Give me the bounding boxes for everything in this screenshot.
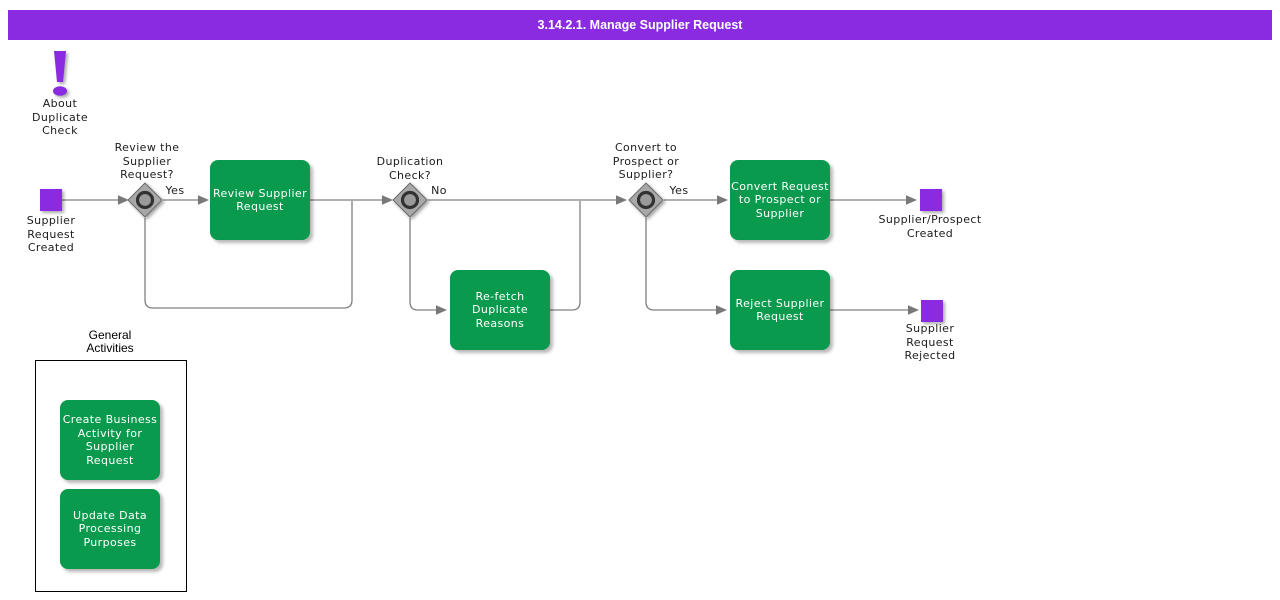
task-reject-supplier-request[interactable]: Reject Supplier Request [730, 270, 830, 350]
gateway-3-branch-label: Yes [669, 184, 689, 197]
task-convert-request[interactable]: Convert Request to Prospect or Supplier [730, 160, 830, 240]
task-create-business-activity[interactable]: Create Business Activity for Supplier Re… [60, 400, 160, 480]
end-event-supplier-request-rejected[interactable] [921, 300, 943, 322]
end-event-2-label: Supplier Request Rejected [904, 322, 956, 362]
arrowheads [118, 195, 919, 315]
gateway-3-question: Convert to Prospect or Supplier? [612, 141, 680, 181]
general-activities-title: General Activities [86, 328, 134, 355]
gateway-review-supplier-request[interactable] [123, 178, 167, 222]
page-title: 3.14.2.1. Manage Supplier Request [537, 18, 743, 32]
task-update-data-processing-purposes[interactable]: Update Data Processing Purposes [60, 489, 160, 569]
gateway-duplication-check[interactable] [388, 178, 432, 222]
task-refetch-duplicate-reasons[interactable]: Re-fetch Duplicate Reasons [450, 270, 550, 350]
gateway-convert-to-prospect-or-supplier[interactable] [624, 178, 668, 222]
gateway-1-branch-label: Yes [165, 184, 185, 197]
about-note-label: About Duplicate Check [31, 97, 88, 137]
gateway-2-branch-label: No [431, 184, 447, 197]
end-event-1-label: Supplier/Prospect Created [878, 213, 982, 240]
diagram-title-bar: 3.14.2.1. Manage Supplier Request [8, 10, 1272, 40]
exclamation-icon[interactable] [46, 51, 74, 97]
start-event-supplier-request-created[interactable] [40, 189, 62, 211]
gateway-1-question: Review the Supplier Request? [114, 141, 180, 181]
start-event-label: Supplier Request Created [26, 214, 76, 254]
task-review-supplier-request[interactable]: Review Supplier Request [210, 160, 310, 240]
end-event-supplier-prospect-created[interactable] [920, 189, 942, 211]
gateway-2-question: Duplication Check? [376, 155, 444, 182]
